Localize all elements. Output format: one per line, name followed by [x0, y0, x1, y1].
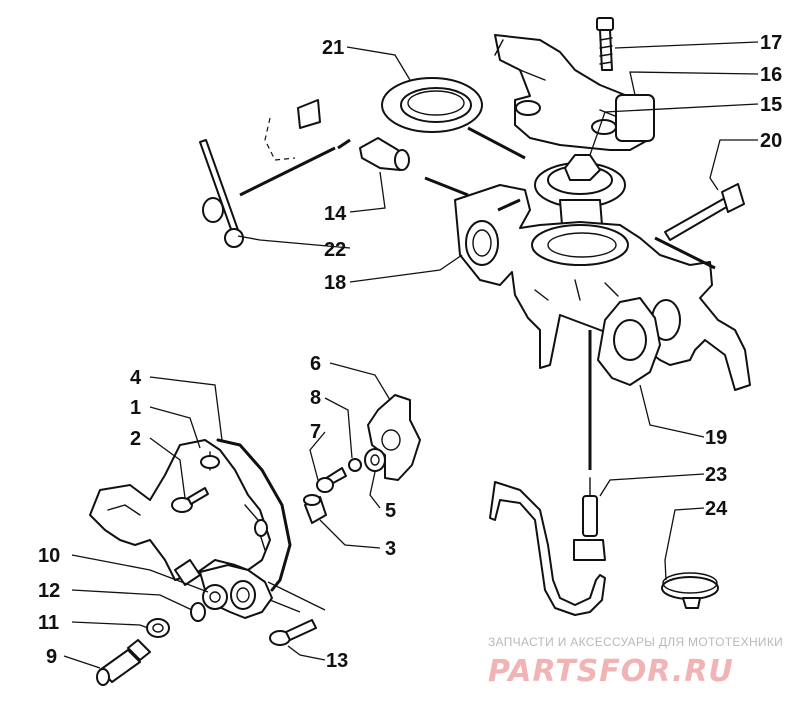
bolt-20 — [664, 183, 745, 241]
hose-fitting-14 — [264, 99, 410, 171]
spacer-3 — [303, 494, 327, 524]
label-1: 1 — [130, 397, 141, 419]
seal-10 — [202, 584, 228, 610]
label-13: 13 — [326, 650, 348, 672]
label-10: 10 — [38, 545, 60, 567]
label-11: 11 — [38, 612, 59, 634]
washer-12 — [190, 602, 206, 622]
label-15: 15 — [760, 94, 782, 116]
watermark-logo: PARTSFOR.RU — [488, 654, 734, 689]
label-18: 18 — [324, 272, 346, 294]
label-19: 19 — [705, 427, 727, 449]
washer-8 — [348, 458, 362, 472]
thermostat-housing-cover-16 — [494, 34, 655, 151]
washer-11 — [146, 618, 170, 638]
label-20: 20 — [760, 130, 782, 152]
gasket-ring-21 — [381, 77, 483, 133]
assembly-guide-lines — [239, 126, 716, 613]
label-7: 7 — [310, 421, 321, 443]
gasket-4 — [216, 438, 292, 592]
label-9: 9 — [46, 646, 57, 668]
label-6: 6 — [310, 353, 321, 375]
screw-2 — [171, 487, 209, 513]
gasket-19 — [597, 297, 661, 386]
label-2: 2 — [130, 428, 141, 450]
hose-with-sensor-23 — [489, 477, 606, 616]
label-22: 22 — [324, 239, 346, 261]
watermark-caption: ЗАПЧАСТИ И АКСЕССУАРЫ ДЛЯ МОТОТЕХНИКИ — [488, 635, 783, 649]
leader-lines — [63, 41, 759, 669]
label-14: 14 — [324, 203, 347, 225]
label-17: 17 — [760, 32, 782, 54]
bolt-7 — [316, 467, 347, 493]
label-3: 3 — [385, 538, 396, 560]
label-16: 16 — [760, 64, 782, 86]
bolt-17 — [596, 17, 614, 71]
hose-clamp-24 — [661, 572, 719, 609]
label-5: 5 — [385, 500, 396, 522]
water-pump-housing-18 — [454, 184, 751, 391]
thermostat-15 — [534, 154, 626, 233]
watermark: ЗАПЧАСТИ И АКСЕССУАРЫ ДЛЯ МОТОТЕХНИКИ PA… — [488, 635, 783, 689]
label-24: 24 — [705, 498, 728, 520]
cable-tie-22 — [199, 139, 244, 248]
part-labels: 21 17 16 15 20 14 22 18 19 23 24 6 8 7 5… — [38, 32, 782, 672]
seal-5 — [364, 448, 386, 472]
drain-plug-9 — [96, 639, 151, 686]
impeller-6 — [367, 394, 421, 481]
label-4: 4 — [130, 367, 142, 389]
label-12: 12 — [38, 580, 60, 602]
label-21: 21 — [322, 37, 344, 59]
screw-13 — [269, 619, 317, 646]
label-8: 8 — [310, 387, 321, 409]
label-23: 23 — [705, 464, 727, 486]
